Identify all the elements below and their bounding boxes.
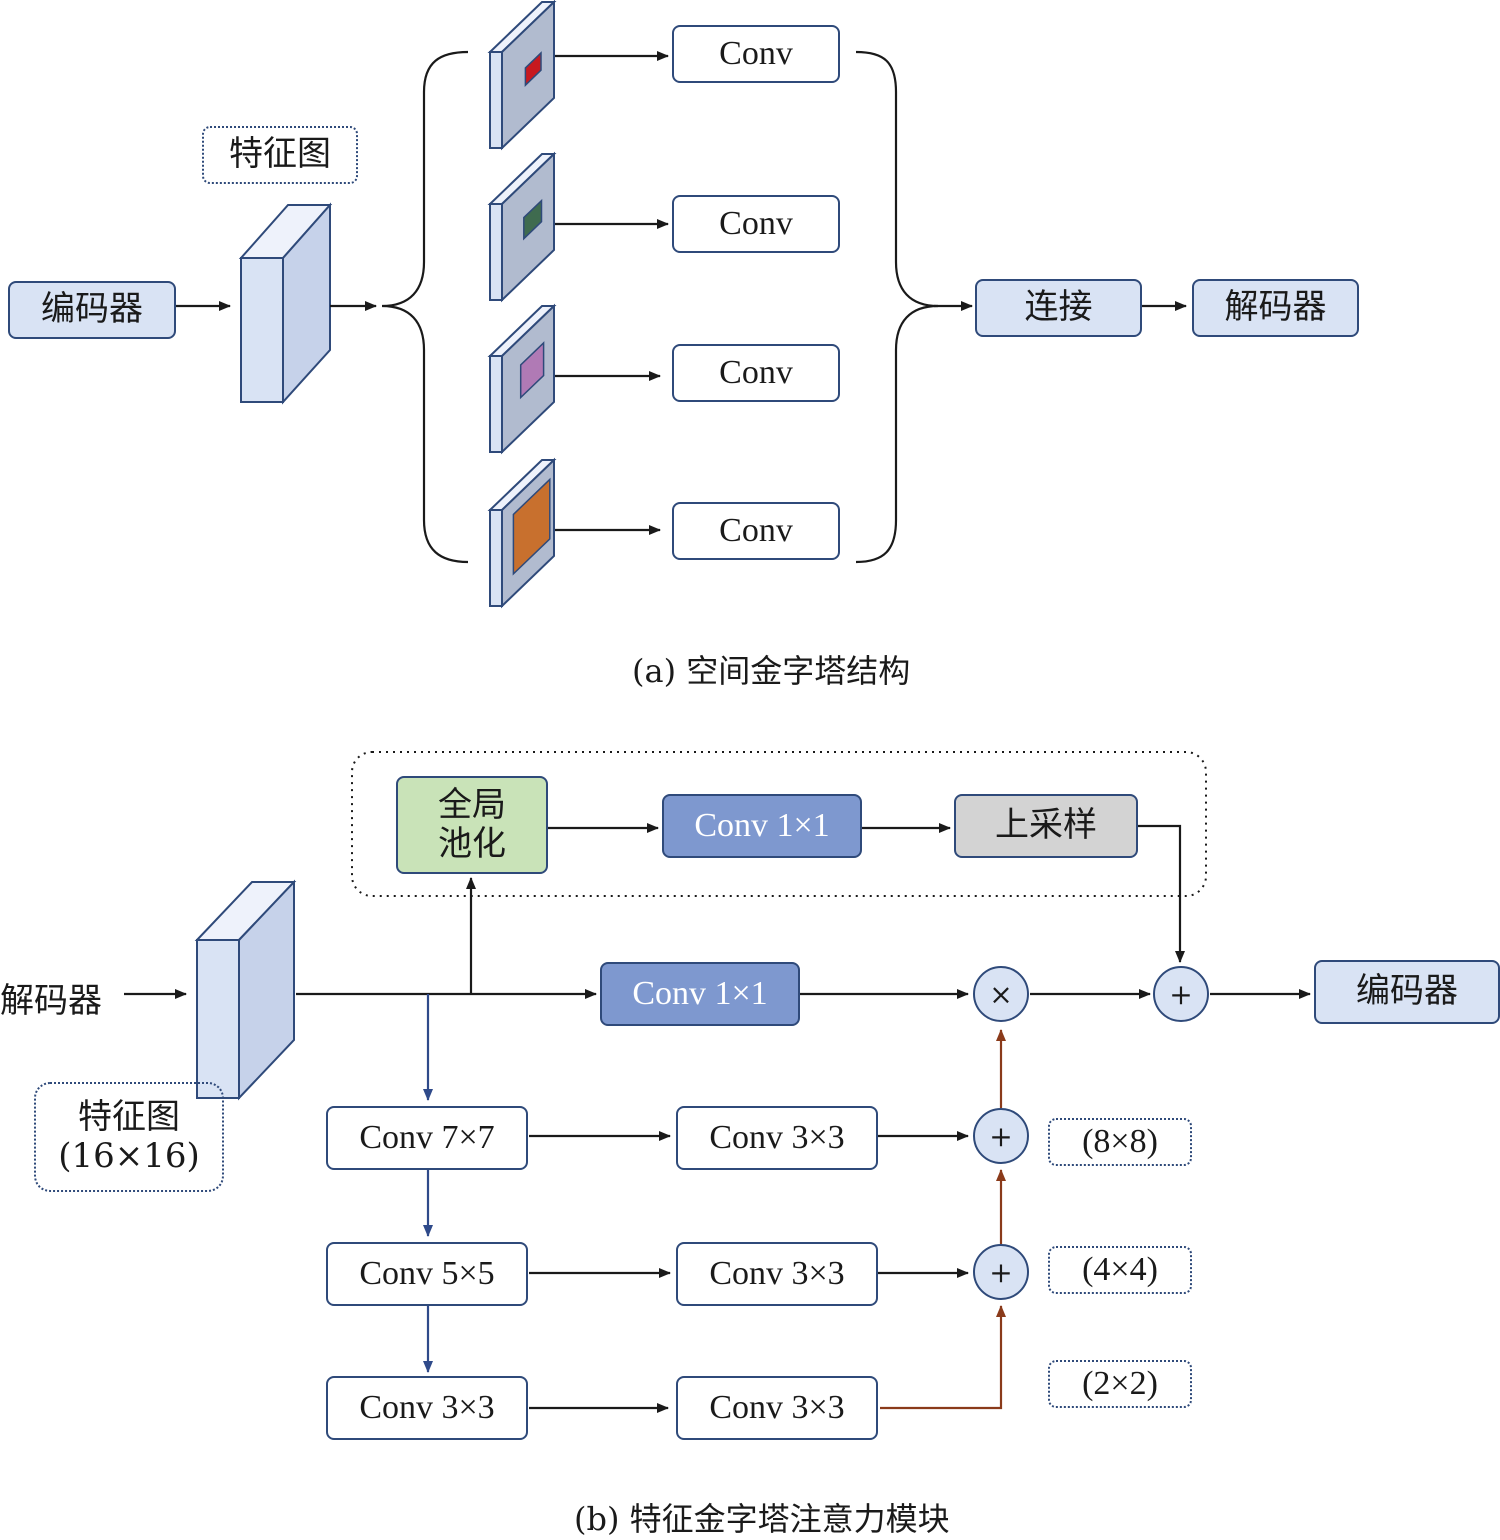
arrows-part-b	[124, 823, 1311, 1413]
conv-box-a-1: Conv	[672, 25, 840, 83]
global-pool-box: 全局 池化	[396, 776, 548, 874]
conv3x3-right-box-1: Conv 3×3	[676, 1106, 878, 1170]
scale-label-8x8: (8×8)	[1048, 1118, 1192, 1166]
decoder-box-a: 解码器	[1192, 279, 1359, 337]
caption-b: (b) 特征金字塔注意力模块	[574, 1500, 950, 1538]
concat-box: 连接	[975, 279, 1142, 337]
conv1x1-mid-box: Conv 1×1	[600, 962, 800, 1026]
pooled-map-4	[487, 457, 557, 609]
add-node-4x4: +	[973, 1244, 1029, 1300]
feature-map-block-a	[238, 202, 333, 405]
conv-box-a-3: Conv	[672, 344, 840, 402]
conv1x1-top-box: Conv 1×1	[662, 794, 862, 858]
right-brace	[855, 50, 939, 564]
pooled-map-2	[487, 151, 557, 303]
left-brace	[381, 50, 469, 564]
add-node-output: +	[1153, 966, 1209, 1022]
decoder-input-label: 解码器	[0, 981, 102, 1021]
conv7x7-box: Conv 7×7	[326, 1106, 528, 1170]
conv-box-a-4: Conv	[672, 502, 840, 560]
arrows-part-a	[176, 51, 1187, 535]
conv3x3-right-box-3: Conv 3×3	[676, 1376, 878, 1440]
pooled-map-1	[487, 0, 557, 151]
conv3x3-right-box-2: Conv 3×3	[676, 1242, 878, 1306]
global-branch-region	[351, 751, 1207, 897]
multiply-node: ×	[973, 966, 1029, 1022]
conv5x5-box: Conv 5×5	[326, 1242, 528, 1306]
conv-box-a-2: Conv	[672, 195, 840, 253]
pooled-map-region-3	[519, 341, 545, 400]
scale-label-4x4: (4×4)	[1048, 1246, 1192, 1294]
pooled-map-3	[487, 303, 557, 455]
add-node-8x8: +	[973, 1108, 1029, 1164]
conv3x3-left-box: Conv 3×3	[326, 1376, 528, 1440]
caption-a: (a) 空间金字塔结构	[632, 652, 911, 690]
upsample-arrows	[880, 1029, 1006, 1410]
pooled-map-region-2	[523, 198, 543, 241]
upsample-box: 上采样	[954, 794, 1138, 858]
encoder-box-a: 编码器	[8, 281, 176, 339]
encoder-box-b: 编码器	[1314, 960, 1500, 1024]
pooled-map-region-1	[524, 51, 542, 87]
pooled-map-region-4	[512, 477, 551, 576]
feature-map-label-a: 特征图	[202, 126, 358, 184]
feature-map-label-b: 特征图 (16×16)	[34, 1082, 224, 1192]
feature-map-block-b	[194, 879, 297, 1101]
scale-label-2x2: (2×2)	[1048, 1360, 1192, 1408]
pooled-feature-maps	[487, 0, 557, 609]
